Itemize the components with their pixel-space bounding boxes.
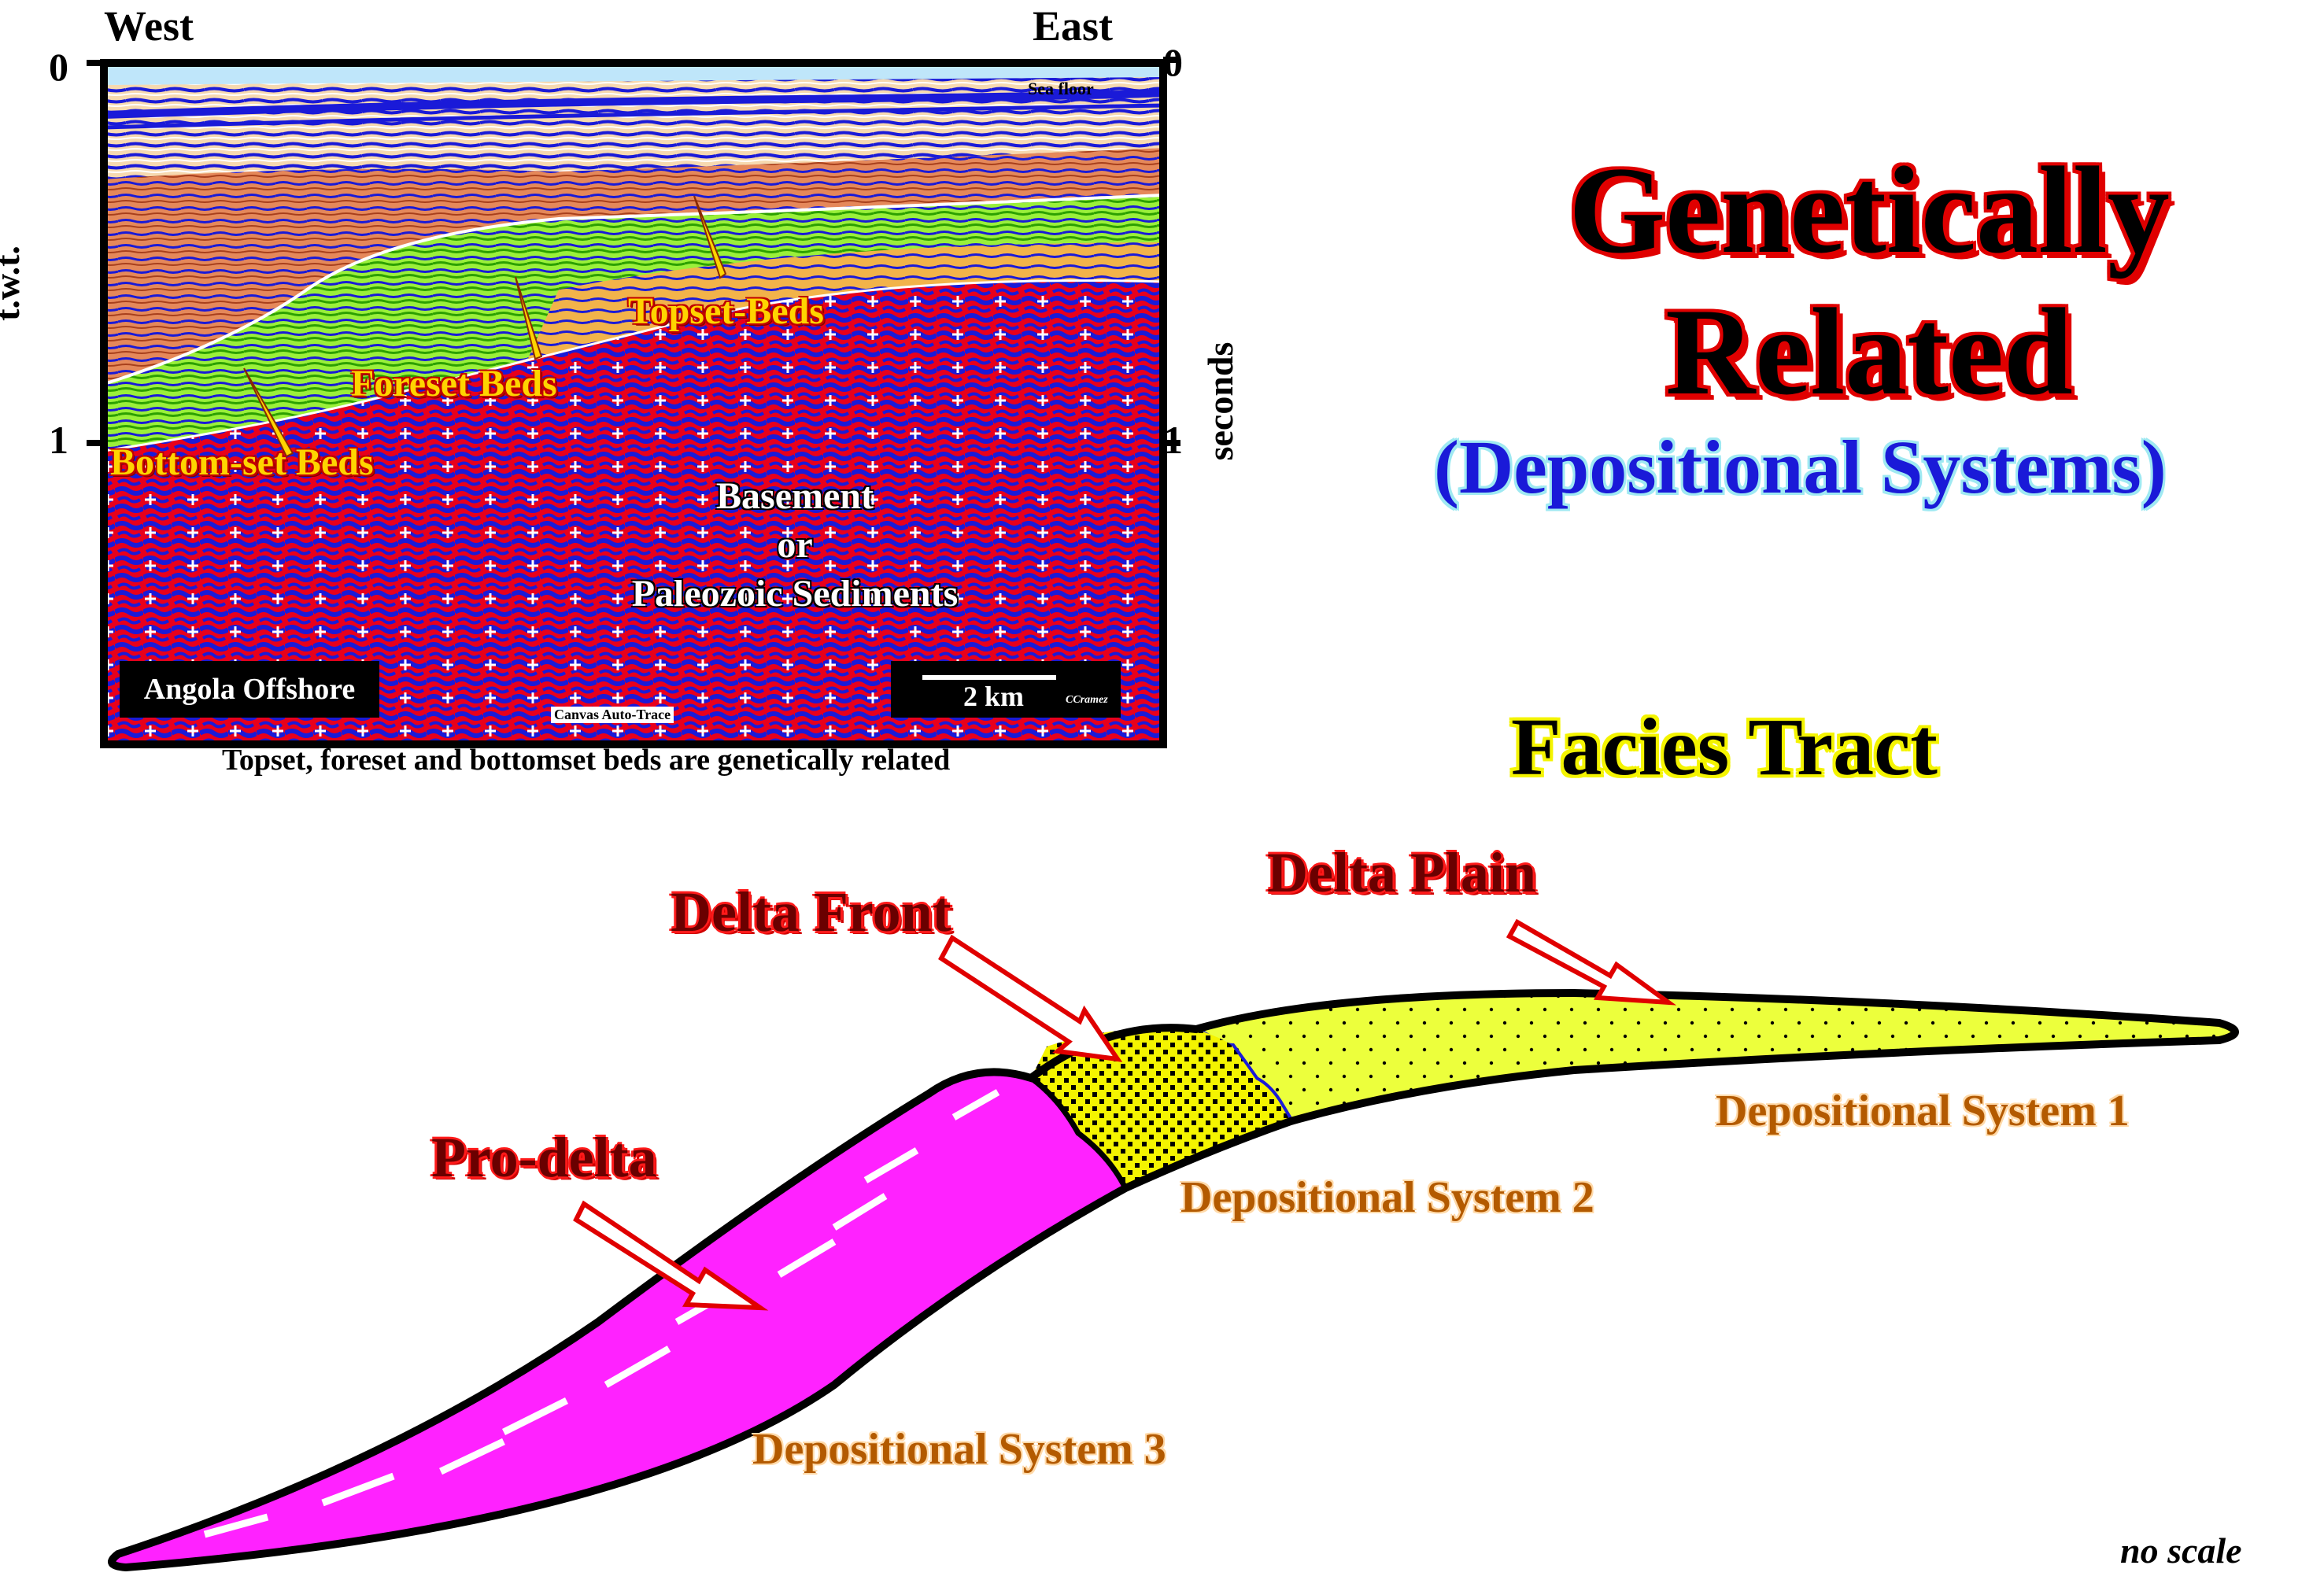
foreset-beds-label: Foreset Beds [351, 363, 557, 404]
no-scale-label: no scale [2120, 1530, 2242, 1571]
seismic-caption: Topset, foreset and bottomset beds are g… [222, 744, 951, 777]
depositional-system-2: Depositional System 2 [1180, 1173, 1594, 1222]
title-subtitle: (Depositional Systems) [1434, 425, 2167, 509]
delta-front-arrow [938, 934, 1123, 1062]
trace-credit: Canvas Auto-Trace [551, 707, 674, 723]
scale-label: 2 km [963, 681, 1025, 712]
west-label: West [104, 2, 194, 50]
delta-front-label: Delta Front [671, 880, 951, 943]
facies-tract-heading: Facies Tract [1511, 702, 1938, 792]
credit-label: CCramez [1066, 694, 1108, 706]
sea-floor-label: Sea floor [1028, 79, 1094, 98]
depositional-system-3: Depositional System 3 [752, 1425, 1166, 1474]
basement-line1: Basement [716, 475, 874, 517]
delta-plain-body [1196, 993, 2235, 1121]
seismic-section [87, 57, 1180, 748]
prodelta-label: Pro-delta [431, 1126, 657, 1189]
scale-bar [922, 675, 1056, 680]
basement-label: Basement or Paleozoic Sediments [582, 472, 1007, 618]
bottomset-beds-label: Bottom-set Beds [110, 441, 374, 483]
location-box: Angola Offshore [120, 661, 379, 718]
left-tick-0: 0 [49, 45, 68, 89]
basement-line2: or [777, 524, 813, 566]
prodelta-arrow [573, 1200, 769, 1311]
topset-beds-label: Topset-Beds [628, 290, 824, 332]
delta-plain-arrow [1506, 918, 1677, 1006]
prodelta-body [112, 1072, 1125, 1567]
depositional-system-1: Depositional System 1 [1716, 1087, 2130, 1135]
scale-box: 2 km CCramez [891, 661, 1121, 718]
east-label: East [1033, 2, 1114, 50]
title-line2: Related [1665, 283, 2073, 421]
topset-arrow [243, 195, 727, 458]
left-tick-1: 1 [49, 418, 68, 462]
delta-plain-label: Delta Plain [1267, 841, 1536, 904]
title-line1: Genetically [1568, 142, 2170, 279]
basement-line3: Paleozoic Sediments [631, 573, 959, 615]
